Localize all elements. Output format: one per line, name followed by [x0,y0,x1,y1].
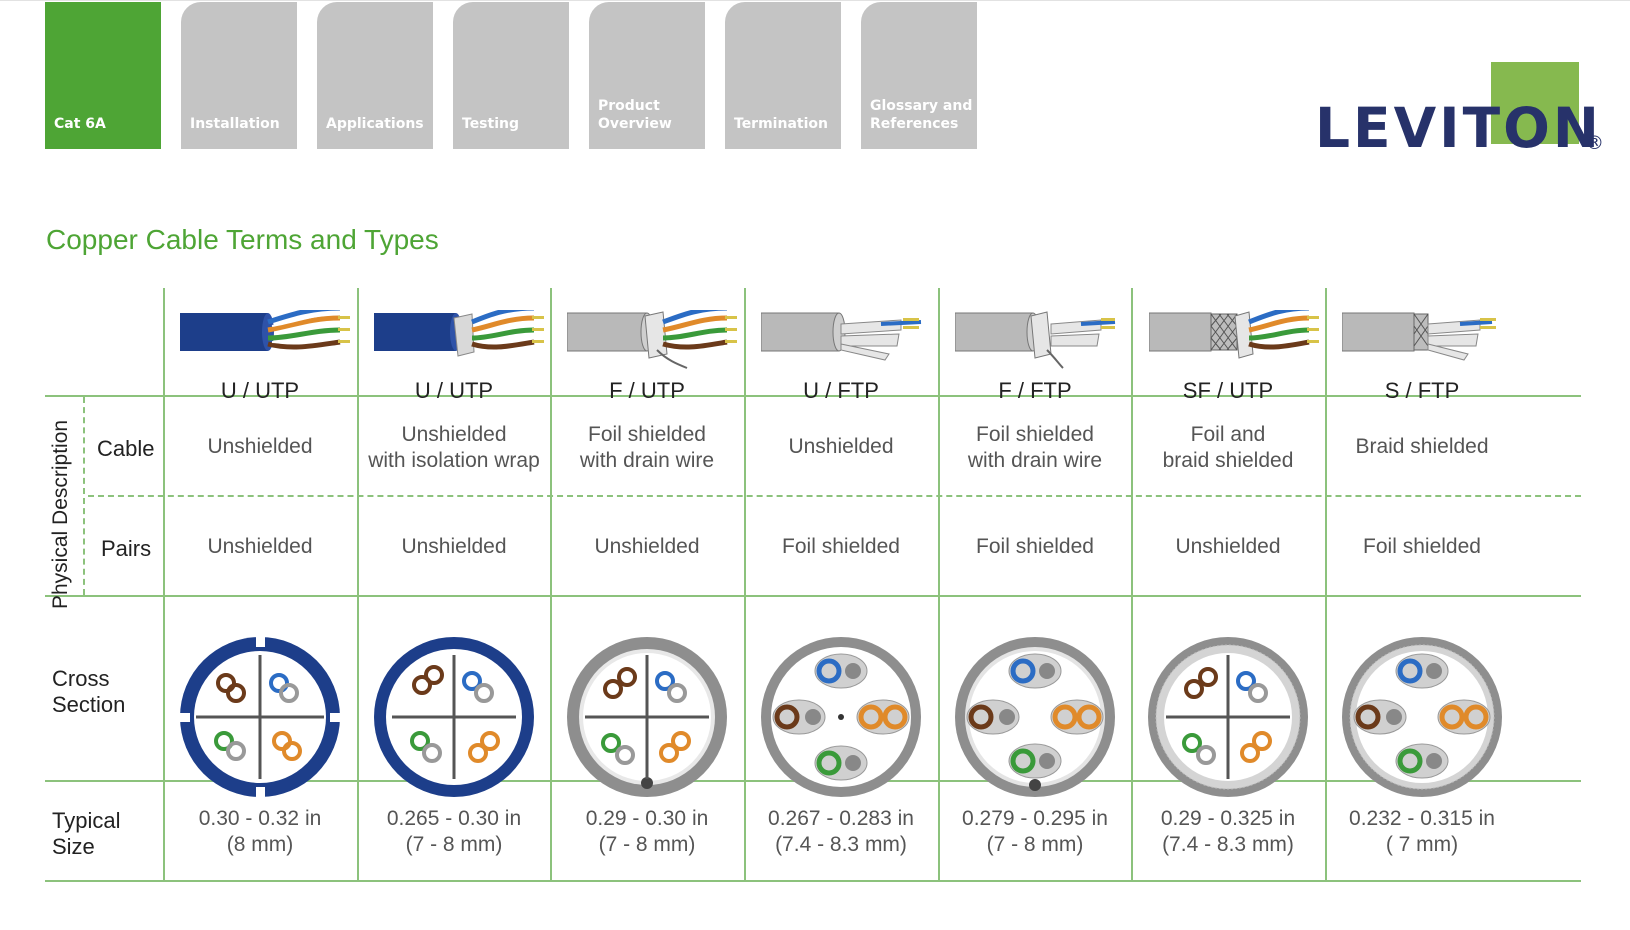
cable-sftp-icon [1342,312,1496,361]
size-cell: 0.30 - 0.32 in (8 mm) [198,807,322,856]
column-header: SF / UTP [1182,378,1274,403]
pairs-cell: Foil shielded [976,535,1094,558]
typical-size-label-line1: Typical [52,808,121,833]
cross-section-utp-wrap-icon [374,637,534,797]
cable-utp-wrap-icon [374,310,544,357]
cable-sfutp-icon [1149,310,1319,359]
cable-fftp-icon [955,311,1116,369]
tab-glossary[interactable]: Glossary and References [861,2,977,149]
pairs-cell: Unshielded [1175,535,1281,558]
cable-utp-icon [180,310,350,351]
table-col-divider [163,288,165,882]
column-header: S / FTP [1384,378,1460,403]
size-cell: 0.29 - 0.30 in (7 - 8 mm) [585,807,709,856]
table-col-divider [357,288,359,882]
size-cell: 0.265 - 0.30 in (7 - 8 mm) [386,807,522,856]
top-rule [0,0,1630,1]
leviton-logo: LEVITON ® [1315,62,1615,162]
pairs-cell: Unshielded [401,535,507,558]
tab-label: Glossary and References [870,98,973,132]
table-col-divider [550,288,552,882]
cross-section-label: Cross Section [52,666,125,718]
cross-section-label-line2: Section [52,692,126,717]
column-header: U / UTP [414,378,494,403]
table-rule [45,880,1581,882]
cable-cell: Unshielded with isolation wrap [368,423,540,472]
cable-cell: Foil shielded with drain wire [579,423,715,472]
tab-label: Installation [190,116,280,132]
cross-section-uftp-icon [761,637,921,797]
table-col-divider [938,288,940,882]
size-cell: 0.279 - 0.295 in (7 - 8 mm) [962,807,1108,856]
pairs-cell: Unshielded [594,535,700,558]
table-rule-dashed [88,495,1581,497]
cross-section-sfutp-icon [1148,637,1308,797]
tab-label: Cat 6A [54,116,106,132]
column-header: F / UTP [609,378,685,403]
tab-label: Termination [734,116,828,132]
logo-square [1491,62,1579,144]
cross-section-futp-icon [567,637,727,797]
typical-size-label: Typical Size [52,808,120,860]
tab-termination[interactable]: Termination [725,2,841,149]
cable-uftp-icon [761,312,922,361]
size-cell: 0.267 - 0.283 in (7.4 - 8.3 mm) [768,807,914,856]
pairs-row-label: Pairs [101,536,152,561]
typical-size-label-line2: Size [52,834,95,859]
tab-applications[interactable]: Applications [317,2,433,149]
table-col-divider [744,288,746,882]
column-header: U / UTP [220,378,300,403]
column-header: U / FTP [803,378,879,403]
cable-cell: Foil and braid shielded [1162,423,1294,472]
page-title: Copper Cable Terms and Types [46,224,439,255]
tab-testing[interactable]: Testing [453,2,569,149]
pairs-cell: Foil shielded [1363,535,1481,558]
table-col-divider [1131,288,1133,882]
logo-registered-mark: ® [1585,132,1604,154]
tab-label: Applications [326,116,424,132]
table-rule [45,395,1581,397]
logo-text: LEVITON [1315,96,1602,160]
tab-label: Product Overview [598,98,672,132]
cable-cell: Unshielded [207,435,313,458]
pairs-cell: Unshielded [207,535,313,558]
cable-cell: Foil shielded with drain wire [967,423,1103,472]
pairs-cell: Foil shielded [782,535,900,558]
cable-row-label: Cable [97,436,155,461]
table-col-divider [1325,288,1327,882]
physical-description-label: Physical Description [49,419,72,609]
table-col-divider-dashed [83,397,85,595]
cable-futp-icon [567,310,737,369]
nav-tabs: Cat 6A Installation Applications Testing… [45,2,977,149]
cross-section-sftp-icon [1342,637,1502,797]
size-cell: 0.29 - 0.325 in (7.4 - 8.3 mm) [1160,807,1296,856]
cross-section-label-line1: Cross [52,666,110,691]
tab-installation[interactable]: Installation [181,2,297,149]
tab-product-overview[interactable]: Product Overview [589,2,705,149]
cross-section-fftp-icon [955,637,1115,797]
tab-cat6a[interactable]: Cat 6A [45,2,161,149]
cross-section-utp-icon [180,637,340,797]
size-cell: 0.232 - 0.315 in ( 7 mm) [1349,807,1495,856]
cable-cell: Unshielded [788,435,894,458]
cable-cell: Braid shielded [1355,435,1489,458]
column-header: F / FTP [998,378,1072,403]
tab-label: Testing [462,116,519,132]
table-rule [45,595,1581,597]
